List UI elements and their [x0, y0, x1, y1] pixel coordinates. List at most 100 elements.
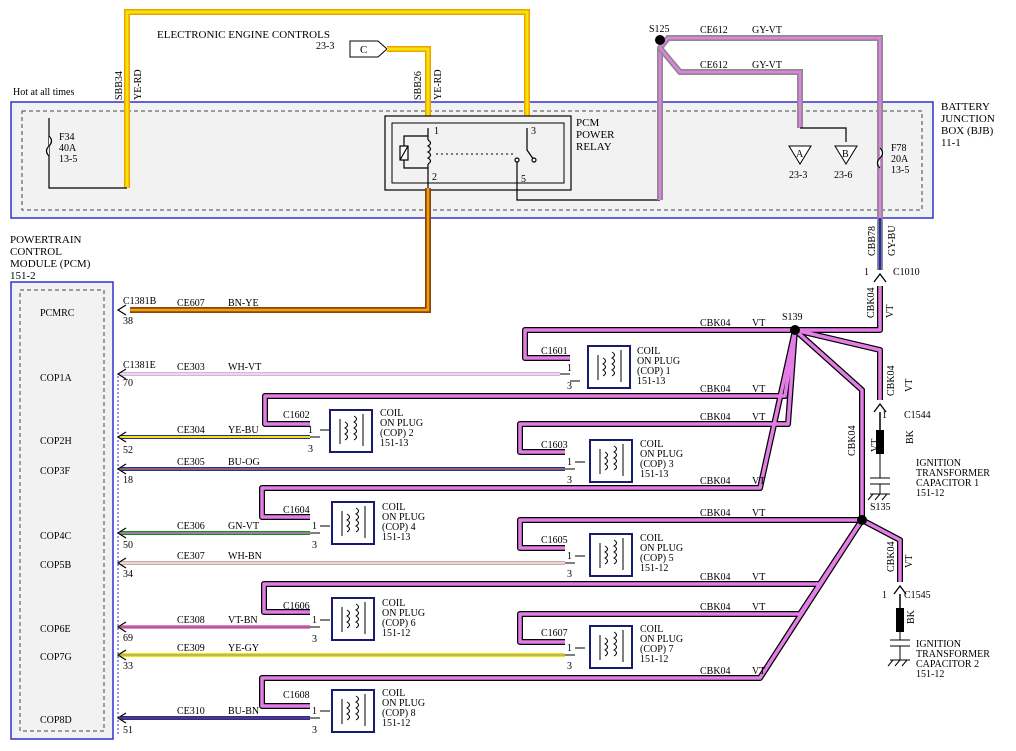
s135-label: S135: [870, 502, 891, 513]
cbb78-color: GY-BU: [887, 225, 898, 256]
pcm-connector-arrows: [116, 304, 127, 724]
pin-cop8d-name: COP8D: [40, 715, 72, 726]
svg-text:VT: VT: [752, 384, 765, 395]
svg-text:VT: VT: [904, 555, 915, 568]
pin-cop4c-name: COP4C: [40, 531, 71, 542]
relay-outer-box: [384, 115, 572, 191]
relay-pin-2: 2: [432, 172, 437, 183]
coil-cop8: C1608 COIL ON PLUG (COP) 8 151-12 1 3: [283, 688, 425, 736]
svg-text:VT: VT: [752, 476, 765, 487]
svg-text:VT: VT: [752, 572, 765, 583]
svg-text:ON PLUG: ON PLUG: [640, 543, 683, 554]
svg-text:BK: BK: [906, 609, 917, 624]
bjb-inner-frame: [21, 110, 923, 211]
svg-text:ON PLUG: ON PLUG: [382, 608, 425, 619]
relay-pin-1: 1: [434, 126, 439, 137]
ce612a-color: GY-VT: [752, 25, 782, 36]
svg-text:3: 3: [308, 444, 313, 455]
wire-sbb34: [124, 9, 530, 188]
ce304-color: YE-BU: [228, 425, 259, 436]
svg-text:1: 1: [312, 615, 317, 626]
svg-text:COIL: COIL: [382, 688, 405, 699]
cbk04-labels: CBK04 VT CBK04 VT CBK04 VT CBK04 VT CBK0…: [700, 287, 915, 677]
svg-text:CBK04: CBK04: [700, 476, 731, 487]
svg-text:CBK04: CBK04: [847, 425, 858, 456]
conn-c1381e: C1381E: [123, 360, 156, 371]
tri-b-ref: 23-6: [834, 170, 852, 181]
splice-s139: [790, 325, 800, 335]
page-title: ELECTRONIC ENGINE CONTROLS: [157, 29, 330, 41]
svg-text:CBK04: CBK04: [886, 541, 897, 572]
f78-amp: 20A: [891, 154, 909, 165]
sbb26-color: YE-RD: [433, 69, 444, 100]
ce310-code: CE310: [177, 706, 205, 717]
svg-text:C1607: C1607: [541, 628, 568, 639]
ce307-color: WH-BN: [228, 551, 262, 562]
c1010-name: C1010: [893, 267, 920, 278]
relay-coil-icon: [399, 128, 432, 188]
svg-text:1: 1: [308, 425, 313, 436]
svg-text:TRANSFORMER: TRANSFORMER: [916, 468, 990, 479]
svg-text:(COP) 1: (COP) 1: [637, 366, 671, 377]
ce310-color: BU-BN: [228, 706, 259, 717]
sbb34-color: YE-RD: [133, 69, 144, 100]
svg-text:COIL: COIL: [637, 346, 660, 357]
svg-text:151-13: 151-13: [640, 469, 668, 480]
svg-text:1: 1: [567, 363, 572, 374]
ce612b-color: GY-VT: [752, 60, 782, 71]
pin-num-70: 70: [123, 378, 133, 389]
pin-pcmrc-name: PCMRC: [40, 308, 75, 319]
ce305-color: BU-OG: [228, 457, 260, 468]
ce309-color: YE-GY: [228, 643, 259, 654]
svg-text:COIL: COIL: [382, 598, 405, 609]
pin-numbers: 38 70 52 18 50 34 69 33 51: [123, 316, 133, 736]
svg-text:3: 3: [567, 381, 572, 392]
pin-cop6e-name: COP6E: [40, 624, 71, 635]
svg-text:CBK04: CBK04: [700, 602, 731, 613]
wire-ce607: [130, 188, 431, 313]
svg-text:1: 1: [882, 590, 887, 601]
svg-text:151-13: 151-13: [382, 532, 410, 543]
svg-text:CBK04: CBK04: [700, 412, 731, 423]
svg-text:ON PLUG: ON PLUG: [640, 634, 683, 645]
pin-num-52: 52: [123, 445, 133, 456]
svg-text:3: 3: [567, 475, 572, 486]
svg-text:CBK04: CBK04: [700, 508, 731, 519]
svg-text:ON PLUG: ON PLUG: [640, 449, 683, 460]
ce306-code: CE306: [177, 521, 205, 532]
wire-sbb26: [387, 46, 431, 128]
svg-text:VT: VT: [752, 318, 765, 329]
svg-text:ON PLUG: ON PLUG: [637, 356, 680, 367]
pin-cop3f-name: COP3F: [40, 466, 70, 477]
pcm-outer-frame: [10, 281, 114, 740]
svg-text:VT: VT: [904, 379, 915, 392]
bjb-ref: 11-1: [941, 137, 961, 149]
c1010-pin: 1: [864, 267, 869, 278]
ce309-code: CE309: [177, 643, 205, 654]
ce308-color: VT-BN: [228, 615, 258, 626]
svg-text:C1602: C1602: [283, 410, 310, 421]
svg-text:(COP) 7: (COP) 7: [640, 644, 674, 655]
svg-text:(COP) 8: (COP) 8: [382, 708, 416, 719]
f34-name: F34: [59, 132, 75, 143]
f34-amp: 40A: [59, 143, 77, 154]
svg-text:VT: VT: [752, 412, 765, 423]
svg-text:(COP) 2: (COP) 2: [380, 428, 414, 439]
relay-label-2: POWER: [576, 129, 615, 141]
ce304-code: CE304: [177, 425, 205, 436]
s125-label: S125: [649, 24, 670, 35]
svg-text:(COP) 3: (COP) 3: [640, 459, 674, 470]
tri-b-icon: [834, 145, 858, 165]
splice-s125: [655, 35, 665, 45]
bjb-label-3: BOX (BJB): [941, 125, 994, 137]
pin-cop5b-name: COP5B: [40, 560, 71, 571]
svg-text:CBK04: CBK04: [886, 365, 897, 396]
svg-text:151-12: 151-12: [640, 563, 668, 574]
svg-text:COIL: COIL: [380, 408, 403, 419]
capacitor-1: 1 C1544 BK IGNITION TRANSFORMER CAPACITO…: [867, 402, 990, 501]
relay-switch-icon: [514, 128, 660, 201]
svg-text:C1601: C1601: [541, 346, 568, 357]
coil-cop3: C1603 COIL ON PLUG (COP) 3 151-13 1 3: [541, 439, 683, 486]
svg-text:(COP) 4: (COP) 4: [382, 522, 416, 533]
